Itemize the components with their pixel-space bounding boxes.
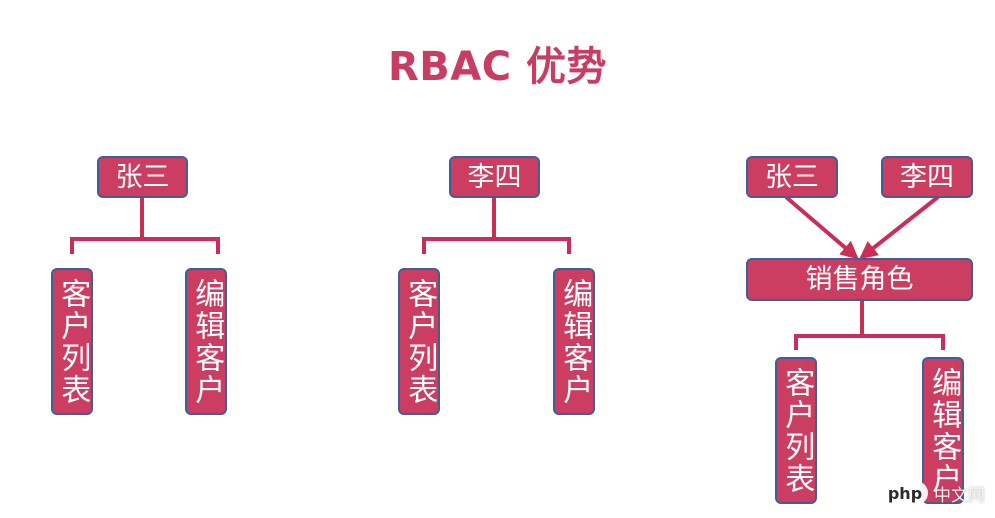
permission-box-customer-list-middle: 客户列表 [398,268,440,415]
arrow-user1-to-role [784,195,859,260]
permission-box-edit-customer-middle: 编辑客户 [553,268,595,415]
permission-box-edit-customer-left: 编辑客户 [185,268,227,415]
connector-g3-bracket [794,334,945,350]
php-logo: php [882,481,928,505]
connector-g1-bracket [70,237,220,254]
arrow-user2-to-role [859,195,940,260]
watermark-site-name: 中文网 [934,485,985,506]
role-box-sales: 销售角色 [746,258,973,301]
diagram-title: RBAC 优势 [387,44,608,90]
user-box-zhangsan-right: 张三 [746,156,838,198]
permission-box-customer-list-left: 客户列表 [51,268,93,415]
user-box-lisi-middle: 李四 [449,156,540,198]
connector-g2-bracket [422,237,571,254]
user-box-zhangsan-left: 张三 [97,156,188,198]
permission-box-customer-list-right: 客户列表 [775,357,817,504]
watermark: php 中文网 [882,479,985,507]
user-box-lisi-right: 李四 [881,156,973,198]
permission-box-edit-customer-right: 编辑客户 [922,357,964,504]
